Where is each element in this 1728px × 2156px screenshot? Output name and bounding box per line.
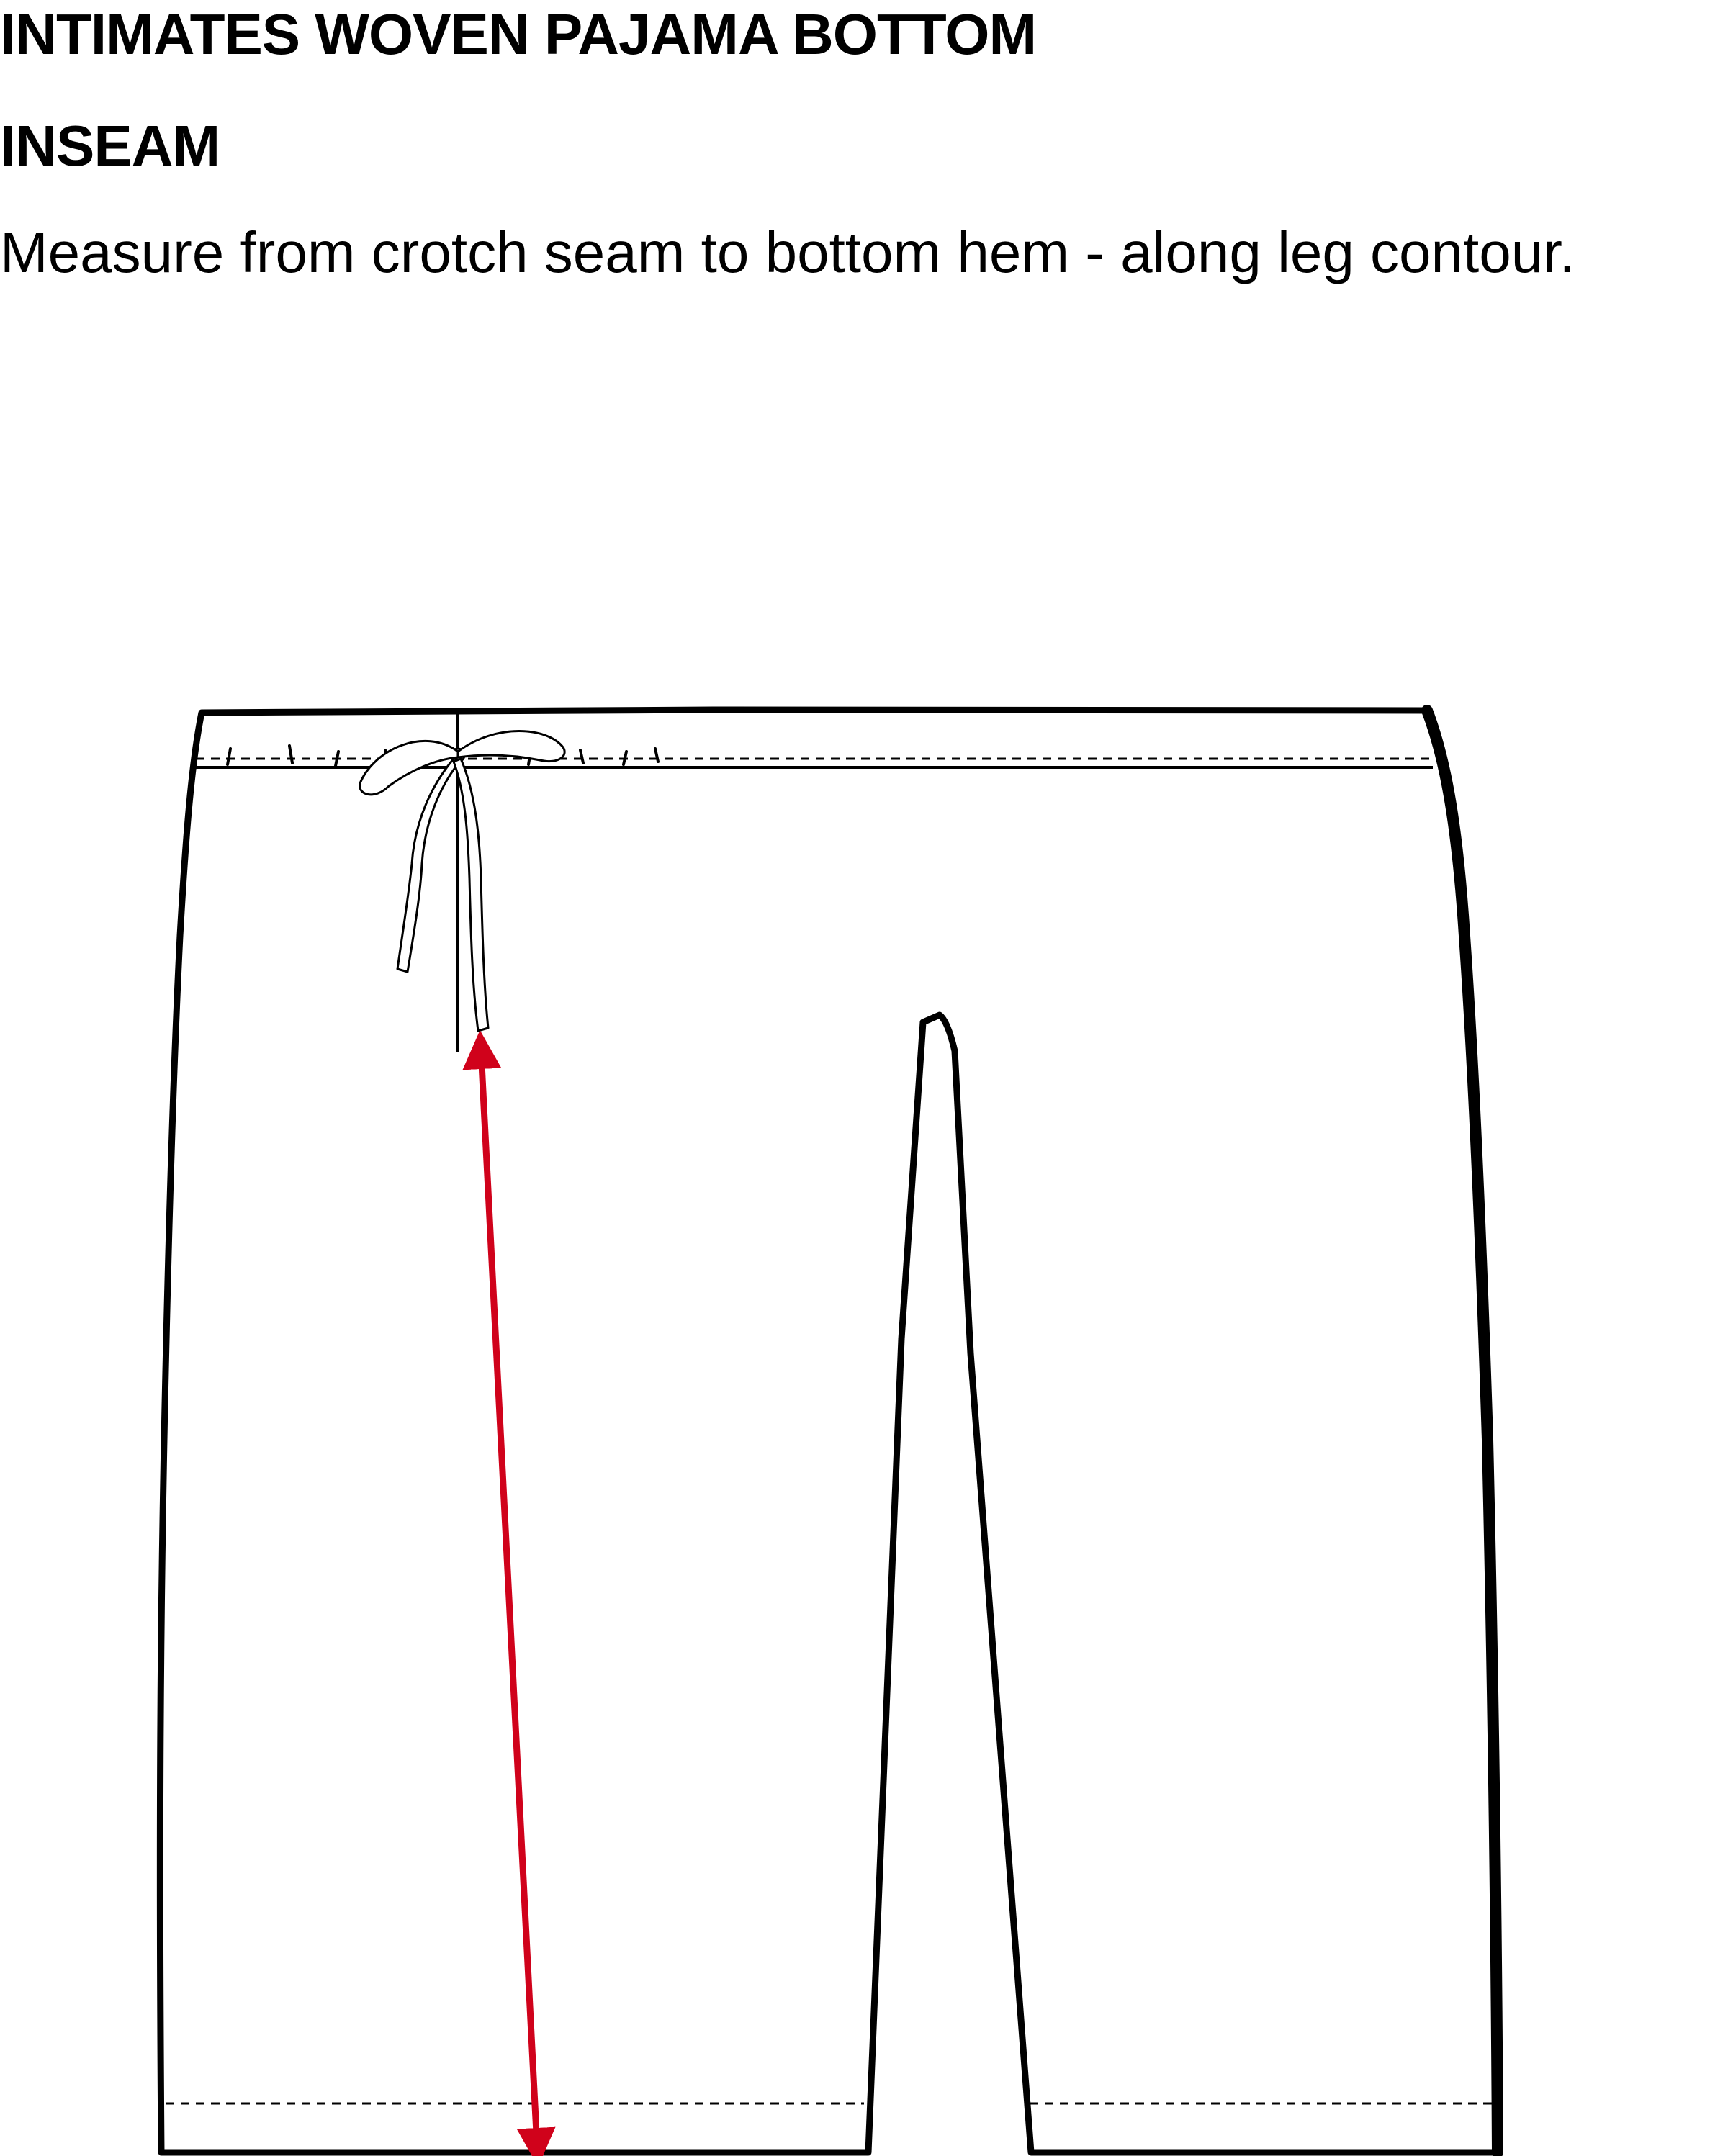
gather-mark xyxy=(334,750,340,767)
page-title: INTIMATES WOVEN PAJAMA BOTTOM xyxy=(0,2,1037,66)
measurement-name: INSEAM xyxy=(0,114,220,178)
gather-mark xyxy=(622,750,628,766)
inseam-arrow-line xyxy=(462,1030,556,2156)
pajama-outline-path xyxy=(156,706,1501,2156)
drawstring-tail-right xyxy=(452,757,490,1032)
measurement-instruction: Measure from crotch seam to bottom hem -… xyxy=(0,220,1575,284)
gather-mark xyxy=(226,747,232,766)
drawstring-loop-right xyxy=(456,730,566,762)
gather-mark xyxy=(579,749,585,764)
garment-outline xyxy=(156,706,1501,2156)
right-side-seam xyxy=(1421,705,1503,2156)
drawstring xyxy=(359,730,566,1032)
drawstring-loop-left xyxy=(359,739,459,796)
gather-mark xyxy=(288,744,294,764)
drawstring-tail-left xyxy=(396,757,462,973)
inseam-measurement-arrow xyxy=(462,1030,556,2156)
gather-mark xyxy=(654,747,660,763)
